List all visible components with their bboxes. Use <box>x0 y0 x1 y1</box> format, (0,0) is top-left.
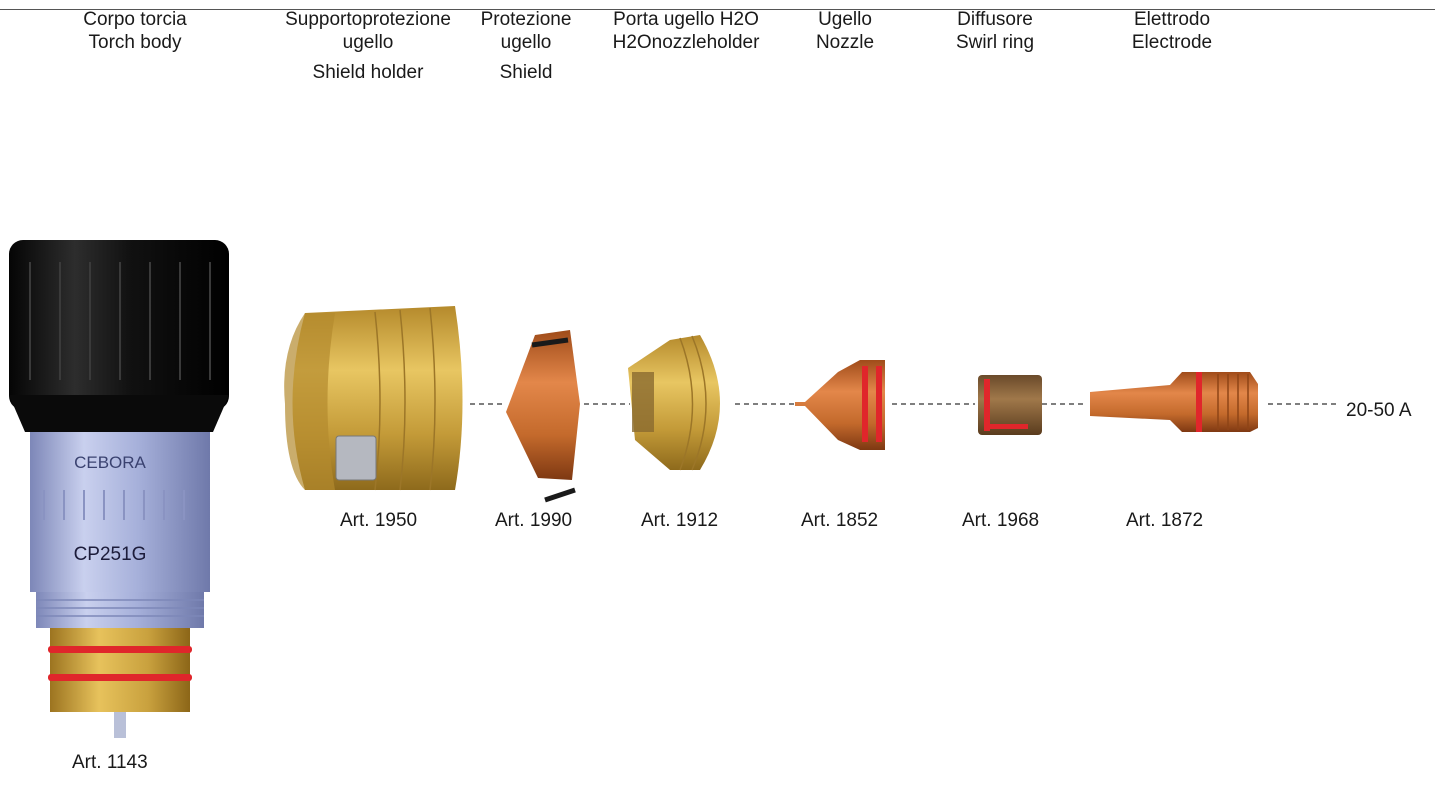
o-ring <box>1196 372 1202 432</box>
torch-body: CEBORA CP251G <box>9 240 229 738</box>
article-swirl-ring: Art. 1968 <box>962 510 1040 531</box>
article-nozzle: Art. 1852 <box>801 510 879 531</box>
o-ring <box>862 366 868 442</box>
header-swirl-ring-it: Diffusore <box>957 9 1033 30</box>
torch-brass-end <box>50 628 190 712</box>
current-range-label: 20-50 A <box>1346 400 1412 421</box>
electrode <box>1090 372 1258 432</box>
o-ring-black <box>531 337 569 348</box>
shield <box>506 330 580 503</box>
nozzle <box>795 360 885 450</box>
header-nozzle-holder-it: Porta ugello H2O <box>613 9 759 30</box>
header-shield-holder-it2: ugello <box>342 32 394 53</box>
header-nozzle-it: Ugello <box>818 9 872 30</box>
o-ring-black <box>544 487 576 503</box>
header-nozzle: Ugello Nozzle <box>790 8 900 54</box>
header-shield-it: Protezione <box>480 9 572 30</box>
o-ring <box>48 646 192 653</box>
brand-logo: CEBORA <box>74 453 146 472</box>
o-ring <box>876 366 882 442</box>
header-electrode-en: Electrode <box>1131 32 1213 53</box>
header-torch-body-en: Torch body <box>88 32 182 53</box>
header-nozzle-holder: Porta ugello H2O H2Onozzleholder <box>597 8 775 54</box>
model-label: CP251G <box>74 544 147 565</box>
nozzle-holder <box>628 335 720 471</box>
header-torch-body: Corpo torcia Torch body <box>60 8 210 54</box>
header-shield-holder-it: Supportoprotezione <box>285 9 451 30</box>
header-nozzle-en: Nozzle <box>815 32 875 53</box>
header-electrode: Elettrodo Electrode <box>1112 8 1232 54</box>
o-ring <box>984 424 1028 429</box>
header-shield: Protezione ugello Shield <box>466 8 586 84</box>
torch-steel-body <box>30 432 210 592</box>
article-shield-holder: Art. 1950 <box>340 510 418 531</box>
article-nozzle-holder: Art. 1912 <box>641 510 719 531</box>
header-shield-holder: Supportoprotezione ugello Shield holder <box>268 8 468 84</box>
article-electrode: Art. 1872 <box>1126 510 1204 531</box>
lock-clip <box>335 435 377 481</box>
article-torch-body: Art. 1143 <box>72 752 148 773</box>
header-shield-en: Shield <box>499 62 553 83</box>
shield-holder <box>284 306 463 491</box>
o-ring <box>984 379 990 431</box>
swirl-ring <box>978 375 1042 435</box>
header-nozzle-holder-en: H2Onozzleholder <box>612 32 760 53</box>
header-electrode-it: Elettrodo <box>1133 9 1211 30</box>
top-rule <box>0 9 1435 10</box>
header-torch-body-it: Corpo torcia <box>83 9 187 30</box>
header-shield-holder-en: Shield holder <box>312 62 424 83</box>
header-swirl-ring-en: Swirl ring <box>955 32 1035 53</box>
header-shield-it2: ugello <box>500 32 552 53</box>
article-shield: Art. 1990 <box>495 510 573 531</box>
o-ring <box>48 674 192 681</box>
header-swirl-ring: Diffusore Swirl ring <box>935 8 1055 54</box>
